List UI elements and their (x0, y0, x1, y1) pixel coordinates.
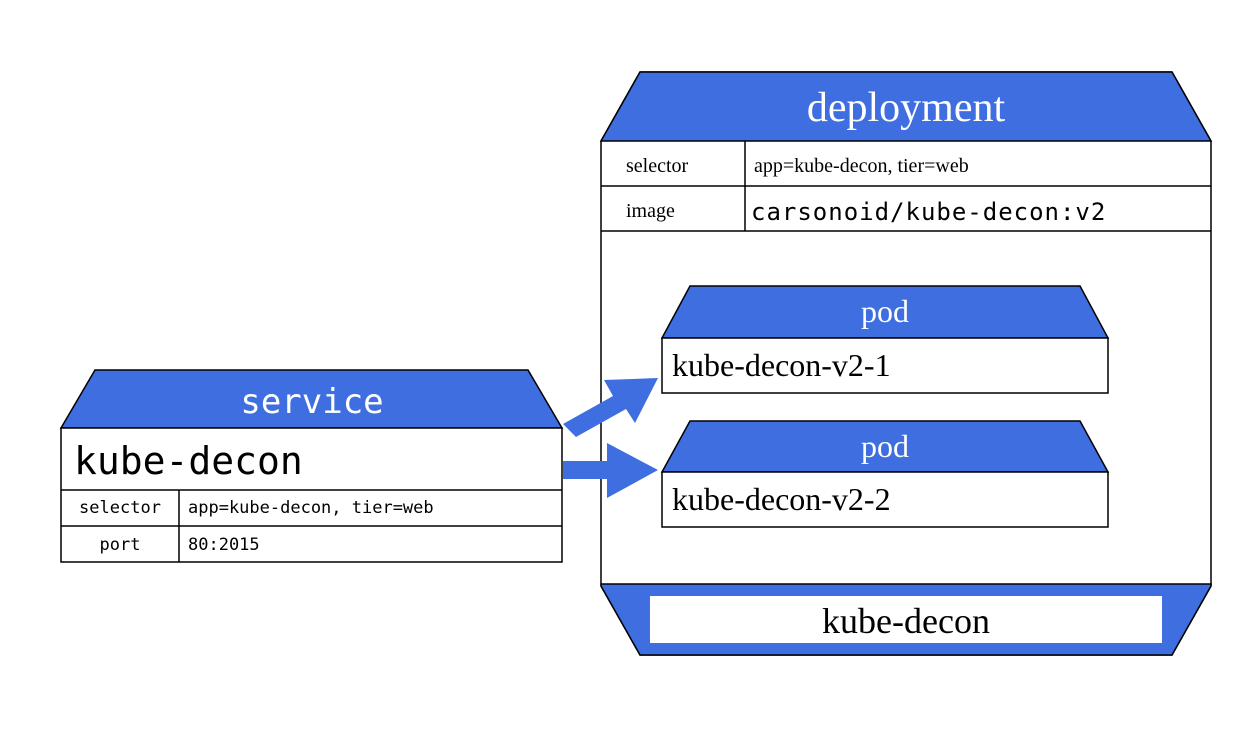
service-port-key: port (99, 535, 141, 555)
pod-1 (660, 285, 1110, 394)
deployment-footer-label: kube-decon (822, 601, 990, 641)
deployment-footer-label-box (650, 596, 1162, 643)
deployment-image-value: carsonoid/kube-decon:v2 (751, 198, 1107, 226)
deployment-title: deployment (806, 85, 1006, 131)
service-selector-value: app=kube-decon, tier=web (188, 498, 434, 518)
pod-1-body (661, 337, 1109, 394)
service-box (59, 369, 564, 563)
service-body (60, 427, 563, 563)
pod-2-body (661, 471, 1109, 528)
service-port-value: 80:2015 (188, 535, 260, 555)
deployment-selector-value: app=kube-decon, tier=web (754, 155, 969, 177)
service-name: kube-decon (74, 439, 303, 483)
service-title: service (240, 382, 384, 422)
deployment-header (599, 71, 1213, 142)
pod-2-header-label: pod (861, 428, 909, 464)
pod-1-name: kube-decon-v2-1 (672, 347, 891, 383)
deployment-image-key: image (626, 200, 675, 222)
deployment-selector-key: selector (626, 155, 689, 177)
pod-1-header-label: pod (861, 293, 909, 329)
arrow-to-pod-2 (563, 443, 658, 498)
service-selector-key: selector (79, 498, 161, 518)
pod-2-name: kube-decon-v2-2 (672, 481, 891, 517)
arrow-to-pod-1 (563, 378, 658, 437)
pod-2 (660, 420, 1110, 528)
